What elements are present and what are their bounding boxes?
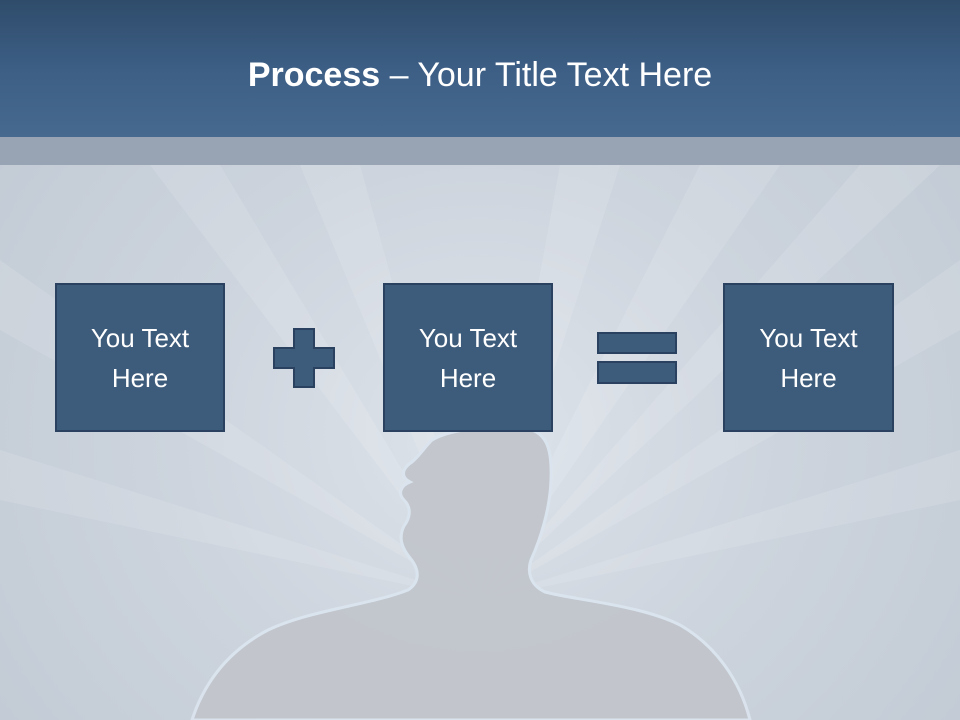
text-box-1-label: You Text Here (75, 318, 205, 398)
plus-icon (273, 328, 335, 388)
text-box-2-line-1: You Text (418, 322, 518, 353)
text-box-1-line-1: You Text (90, 322, 190, 353)
title-underline-band (0, 137, 960, 165)
text-box-3: You Text Here (723, 283, 894, 432)
text-box-3-line-2: Here (780, 362, 837, 393)
slide-title: Process – Your Title Text Here (0, 52, 960, 98)
title-bold-text: Process (247, 56, 381, 94)
title-rest-text: – Your Title Text Here (380, 56, 713, 94)
text-box-2: You Text Here (383, 283, 553, 432)
text-box-1-line-2: Here (111, 362, 169, 393)
text-box-1: You Text Here (55, 283, 225, 432)
text-box-3-label: You Text Here (744, 318, 874, 398)
text-box-2-line-2: Here (439, 362, 497, 393)
text-box-2-label: You Text Here (403, 318, 533, 398)
equals-icon (597, 332, 677, 384)
title-bar (0, 0, 960, 137)
text-box-3-line-1: You Text (759, 322, 858, 353)
